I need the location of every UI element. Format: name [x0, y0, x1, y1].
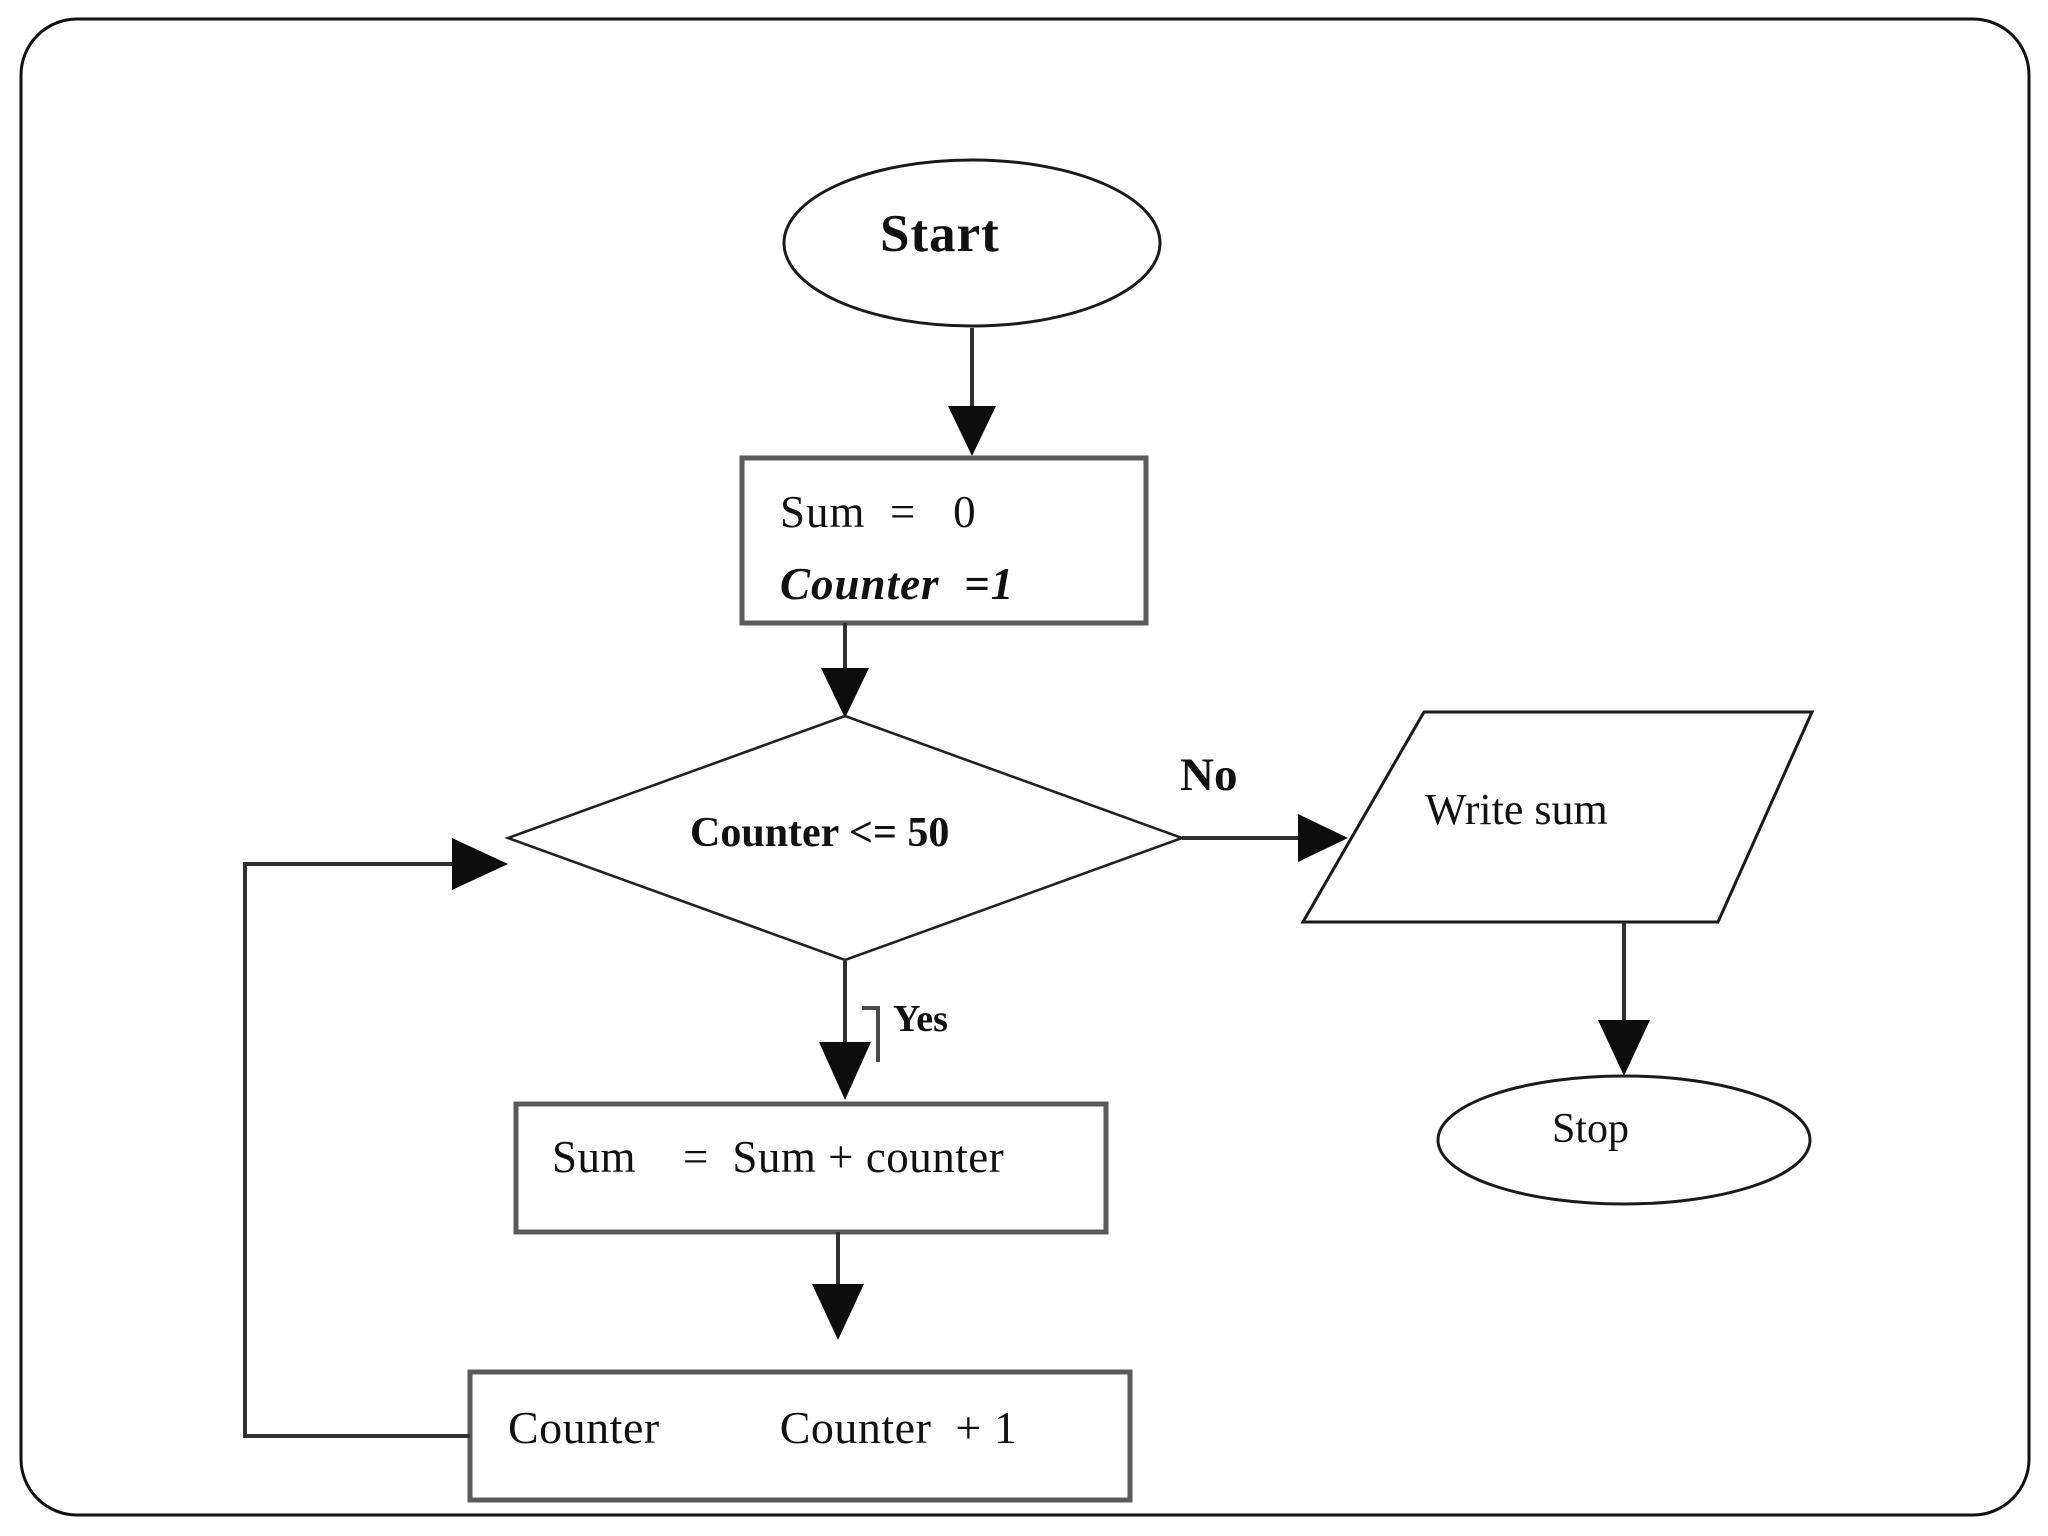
arrowhead-start-to-initialize	[948, 406, 996, 456]
yes-label-tick-mark	[862, 1006, 880, 1062]
start-terminator-shape	[782, 158, 1162, 328]
edge-label-yes: Yes	[893, 998, 948, 1040]
initialize-label-line1: Sum = 0	[780, 487, 977, 537]
arrowhead-initialize-to-decision	[821, 668, 869, 718]
edge-increment-loop-back-to-decision	[243, 862, 470, 1438]
stop-label: Stop	[1552, 1106, 1630, 1152]
page-border-frame	[19, 17, 2031, 1517]
edge-label-no: No	[1180, 749, 1238, 801]
arrowhead-decision-yes-to-accumulate	[819, 1042, 871, 1100]
arrowhead-decision-no-to-write-sum	[1298, 814, 1348, 862]
write-sum-io-shape	[1300, 710, 1815, 924]
initialize-label-line2: Counter =1	[780, 562, 1015, 602]
increment-label: Counter Counter + 1	[508, 1402, 1018, 1453]
write-sum-label: Write sum	[1425, 785, 1608, 834]
decision-label: Counter <= 50	[690, 810, 950, 856]
start-label: Start	[880, 205, 1000, 263]
increment-process-shape	[467, 1369, 1133, 1503]
initialize-process-shape	[739, 455, 1149, 626]
accumulate-label: Sum = Sum + counter	[552, 1132, 1005, 1182]
stop-terminator-shape	[1436, 1074, 1812, 1206]
arrowhead-write-sum-to-stop	[1598, 1020, 1650, 1076]
arrowhead-loop-back-to-decision	[452, 838, 508, 890]
accumulate-process-shape	[513, 1101, 1109, 1235]
arrowhead-accumulate-to-increment	[812, 1284, 864, 1340]
